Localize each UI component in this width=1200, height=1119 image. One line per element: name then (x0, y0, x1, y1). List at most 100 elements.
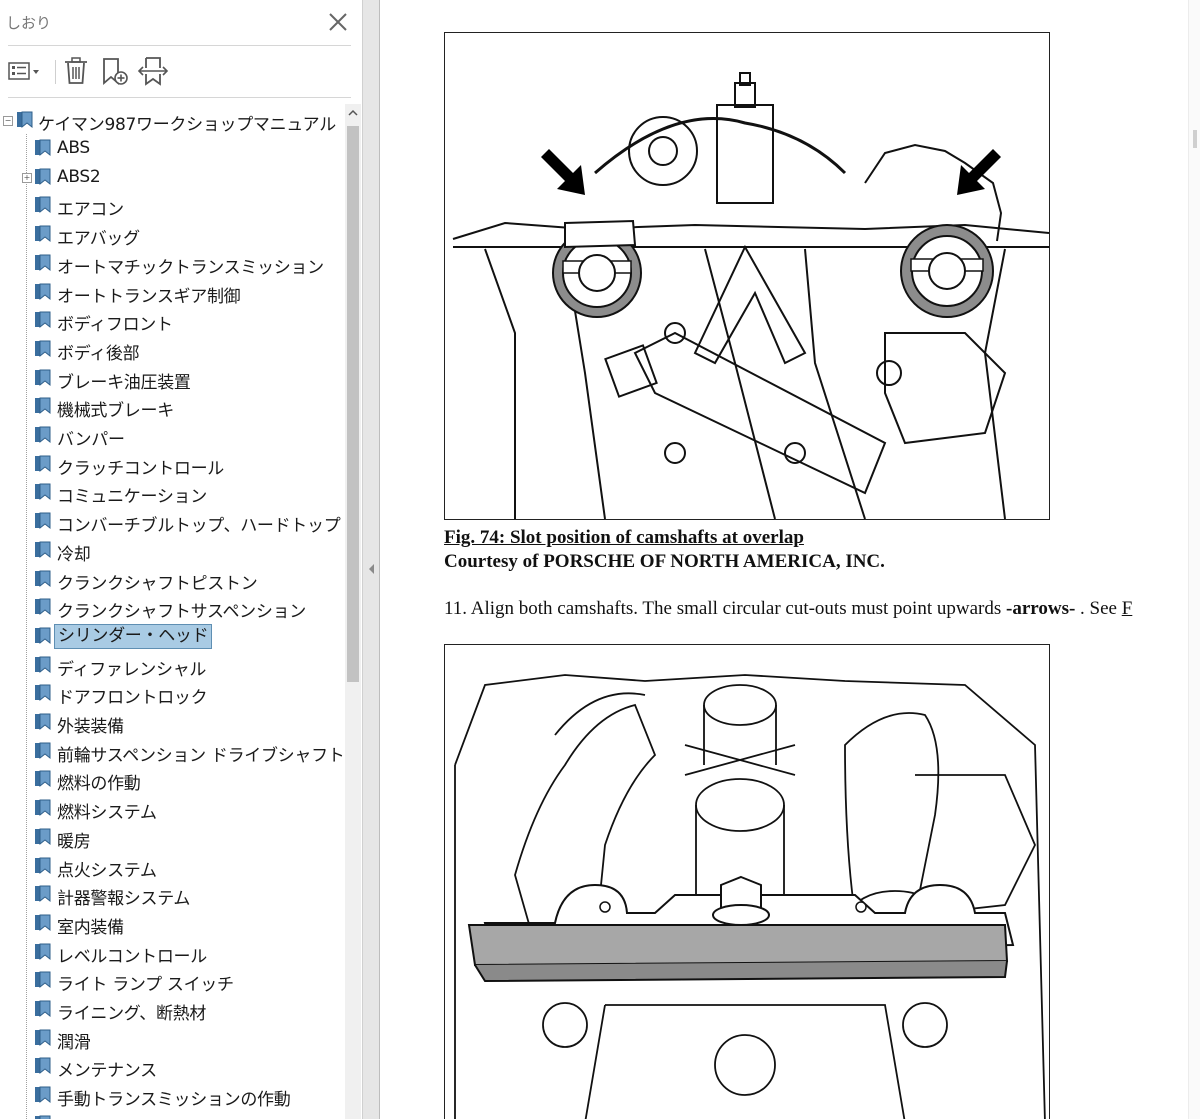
bookmark-icon (35, 1029, 51, 1046)
bookmark-icon (35, 742, 51, 759)
bookmark-label: 点火システム (57, 860, 157, 881)
bookmark-icon (35, 225, 51, 243)
bookmark-item[interactable]: 燃料システム (0, 794, 345, 824)
bookmark-item[interactable]: レベルコントロール (0, 938, 345, 967)
bookmarks-scrollbar[interactable] (345, 104, 361, 1119)
bookmark-root[interactable]: − ケイマン987ワークショップマニュアル (0, 106, 345, 135)
bookmark-item[interactable]: ライト ランプ スイッチ (0, 966, 345, 995)
left-camshaft (552, 219, 642, 318)
bookmark-icon (35, 283, 51, 300)
bookmark-item[interactable]: ブレーキ油圧装置 (0, 364, 345, 393)
header-divider (8, 45, 351, 46)
bookmark-item[interactable]: メンテナンス (0, 1052, 345, 1082)
bookmark-label: 前輪サスペンション ドライブシャフト (57, 745, 345, 766)
engine-illustration (452, 72, 1050, 520)
bookmark-item[interactable]: バンパー (0, 421, 345, 450)
bookmark-item[interactable]: クランクシャフトピストン (0, 565, 345, 594)
bookmark-icon (35, 1115, 51, 1119)
bookmark-icon (17, 111, 33, 129)
bookmark-item[interactable]: 室内装備 (0, 909, 345, 938)
bookmark-item[interactable]: 潤滑 (0, 1024, 345, 1053)
bookmark-item[interactable]: 冷却 (0, 536, 345, 565)
bookmark-label: メンテナンス (57, 1061, 157, 1082)
document-scrollbar[interactable] (1188, 0, 1200, 1119)
bookmark-icon (35, 1086, 51, 1104)
bookmark-label: ブレーキ油圧装置 (57, 372, 191, 393)
bookmark-label: クランクシャフトサスペンション (57, 602, 306, 623)
delete-bookmark-button[interactable] (60, 54, 92, 88)
bookmark-label: 計器警報システム (57, 889, 191, 910)
document-scrollbar-thumb[interactable] (1193, 130, 1197, 148)
expand-bookmark-icon (137, 57, 169, 86)
bookmark-icon (35, 914, 51, 931)
bookmark-icon (35, 857, 51, 874)
bookmark-icon (35, 656, 51, 673)
bookmark-item[interactable]: ディファレンシャル (0, 651, 345, 680)
bookmark-item[interactable]: エアコン (0, 191, 345, 221)
bookmark-item[interactable]: クランクシャフトサスペンション (0, 593, 345, 623)
step-text: 11. Align both camshafts. The small circ… (444, 598, 1006, 619)
bookmark-item[interactable]: コミュニケーション (0, 478, 345, 508)
bookmark-item[interactable]: 前輪サスペンション ドライブシャフト (0, 737, 345, 766)
scroll-up-button[interactable] (345, 104, 361, 122)
bookmark-item[interactable]: + ABS2 (0, 163, 345, 191)
scrollbar-thumb[interactable] (347, 126, 359, 682)
figure-camshaft-alignment (444, 644, 1050, 1119)
camshaft-alignment-tool (467, 875, 1015, 983)
bookmark-item[interactable]: 手動トランスミッションの作動 (0, 1081, 345, 1110)
bookmark-icon (35, 196, 51, 214)
bookmark-item[interactable]: シリンダー・ヘッド (0, 622, 345, 650)
collapse-toggle[interactable]: − (3, 116, 13, 126)
bookmark-item[interactable]: コンバーチブルトップ、ハードトップ (0, 507, 345, 537)
bookmark-item[interactable]: ドアフロントロック (0, 679, 345, 708)
bookmark-label: コンバーチブルトップ、ハードトップ (57, 516, 341, 537)
bookmark-label: マニュアルトランスギアシフト (57, 1114, 290, 1119)
bookmark-icon (35, 770, 51, 788)
bookmark-icon (35, 311, 51, 329)
bookmark-item[interactable]: オートトランスギア制御 (0, 278, 345, 307)
bookmark-item[interactable]: ボディ後部 (0, 335, 345, 364)
options-menu-button[interactable] (6, 54, 44, 88)
bookmark-item[interactable]: ABS (0, 134, 345, 162)
bookmark-icon (35, 885, 51, 903)
bookmark-item[interactable]: 点火システム (0, 852, 345, 881)
bookmark-label: 外装装備 (57, 717, 124, 737)
bookmark-label: ABS2 (57, 166, 101, 187)
figure-link[interactable]: F (1121, 598, 1133, 619)
bookmark-item[interactable]: クラッチコントロール (0, 450, 345, 479)
bookmark-icon (35, 541, 51, 558)
bookmark-item[interactable]: ライニング、断熱材 (0, 995, 345, 1024)
figure-camshaft-overlap (444, 32, 1050, 520)
collapse-arrow-icon[interactable] (368, 563, 376, 575)
bookmark-icon (35, 828, 51, 845)
close-panel-button[interactable] (326, 10, 350, 34)
bookmark-label: コミュニケーション (57, 487, 207, 508)
bookmark-item[interactable]: 外装装備 (0, 708, 345, 737)
bookmark-item[interactable]: エアバッグ (0, 220, 345, 249)
figure-credit: Courtesy of PORSCHE OF NORTH AMERICA, IN… (444, 551, 885, 572)
bookmark-item[interactable]: オートマチックトランスミッション (0, 249, 345, 278)
bookmark-root-label: ケイマン987ワークショップマニュアル (38, 115, 336, 135)
close-icon (329, 13, 347, 31)
bookmark-label: エアコン (57, 200, 124, 221)
step-see-text: . See (1075, 598, 1122, 619)
bookmark-icon (35, 426, 51, 444)
bookmark-label: 燃料システム (57, 803, 157, 824)
new-bookmark-button[interactable] (98, 54, 132, 88)
expand-bookmark-button[interactable] (136, 54, 170, 88)
bookmark-icon (35, 483, 51, 501)
figure-caption: Fig. 74: Slot position of camshafts at o… (444, 527, 804, 548)
bookmark-label: ディファレンシャル (57, 659, 207, 680)
bookmark-item[interactable]: 燃料の作動 (0, 765, 345, 794)
panel-splitter[interactable] (362, 0, 380, 1119)
bookmark-item[interactable]: 暖房 (0, 823, 345, 852)
bookmark-item[interactable]: ボディフロント (0, 306, 345, 335)
bookmark-label: 室内装備 (57, 917, 124, 938)
bookmark-label: レベルコントロール (57, 946, 207, 967)
bookmark-label: クラッチコントロール (57, 458, 224, 479)
bookmark-label: シリンダー・ヘッド (54, 623, 213, 649)
bookmark-item[interactable]: 機械式ブレーキ (0, 392, 345, 421)
bookmark-item[interactable]: マニュアルトランスギアシフト (0, 1110, 345, 1119)
expand-toggle[interactable]: + (22, 172, 32, 183)
bookmark-item[interactable]: 計器警報システム (0, 880, 345, 910)
